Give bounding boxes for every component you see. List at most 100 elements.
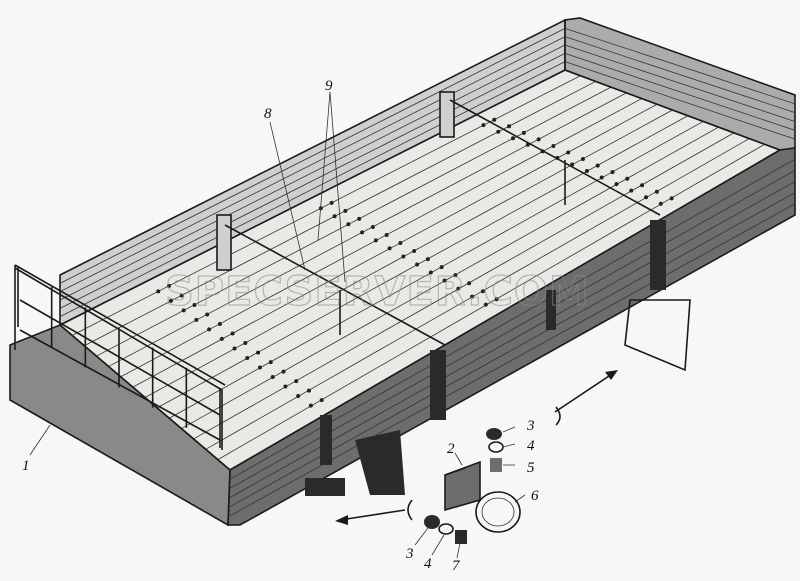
- deck-bolt: [669, 196, 674, 201]
- board-slat-line: [564, 52, 796, 131]
- callout-2: 2: [447, 441, 455, 457]
- deck-bolt: [257, 365, 262, 370]
- callout-3-lower: 3: [405, 546, 414, 562]
- callout-8: 8: [264, 106, 272, 122]
- deck-bolt: [398, 241, 403, 246]
- deck-bolt: [306, 388, 311, 393]
- deck-bolt: [192, 302, 197, 307]
- deck-bolt: [640, 183, 645, 188]
- deck-plank-line: [193, 132, 735, 440]
- deck-bolt: [658, 201, 663, 206]
- deck-plank-line: [217, 143, 765, 460]
- board-slat-line: [564, 27, 796, 105]
- callout-7: 7: [452, 558, 461, 574]
- deck-bolt: [492, 117, 497, 122]
- callout-1: 1: [22, 458, 30, 474]
- deck-bolt: [179, 293, 184, 298]
- deck-bolt: [401, 254, 406, 259]
- deck-bolt: [442, 278, 447, 283]
- deck-bolt: [439, 265, 444, 270]
- deck-bolt: [329, 200, 334, 205]
- callout-3-upper: 3: [526, 418, 535, 434]
- far-side-board: [59, 18, 566, 327]
- deck-bolt: [387, 246, 392, 251]
- deck-bolt: [357, 216, 362, 221]
- deck-bolt: [614, 182, 619, 187]
- callout-5: 5: [527, 460, 535, 476]
- deck-bolt: [494, 297, 499, 302]
- deck-bolt: [580, 157, 585, 162]
- deck-bolt: [456, 286, 461, 291]
- deck-plank-line: [205, 138, 750, 450]
- cross-tie-rods: [224, 99, 661, 346]
- board-slat-line: [564, 36, 796, 114]
- deck-bolt: [319, 398, 324, 403]
- board-slat-line: [59, 52, 566, 309]
- deck-bolt: [281, 369, 286, 374]
- deck-bolt: [360, 230, 365, 235]
- deck-bolt: [332, 214, 337, 219]
- deck-bolt: [294, 379, 299, 384]
- deck-bolt: [256, 350, 261, 355]
- callout-6: 6: [531, 488, 539, 504]
- cab-guard-rail: [14, 264, 226, 450]
- frame-bracket: [305, 430, 405, 496]
- deck-bolt: [217, 322, 222, 327]
- deck-bolt: [346, 222, 351, 227]
- deck-bolt: [205, 312, 210, 317]
- deck-bolt: [536, 137, 541, 142]
- deck-bolt: [384, 232, 389, 237]
- deck-floor: [58, 69, 782, 471]
- deck-bolt: [167, 283, 172, 288]
- deck-plank-line: [156, 115, 689, 409]
- deck-bolt: [270, 375, 275, 380]
- deck-bolt: [511, 136, 516, 141]
- deck-bolt: [415, 262, 420, 267]
- mud-flap: [624, 299, 691, 372]
- deck-bolt: [470, 294, 475, 299]
- deck-bolt: [283, 384, 288, 389]
- board-slat-line: [564, 61, 796, 140]
- deck-bolt: [181, 308, 186, 313]
- deck-plank-line: [181, 126, 719, 429]
- deck-bolt: [243, 341, 248, 346]
- deck-bolt: [308, 403, 313, 408]
- deck-bolt: [296, 394, 301, 399]
- board-slat-line: [59, 36, 566, 293]
- deck-bolt: [599, 175, 604, 180]
- deck-bolt: [428, 270, 433, 275]
- deck-bolt: [232, 346, 237, 351]
- deck-bolt: [207, 327, 212, 332]
- callout-9: 9: [325, 78, 333, 94]
- board-slat-line: [59, 27, 566, 284]
- exploded-parts: [335, 370, 618, 544]
- deck-bolt: [373, 238, 378, 243]
- callout-labels: 1 2 3 4 5 6 3 4 7 8 9: [22, 78, 539, 574]
- deck-bolt: [245, 355, 250, 360]
- board-slat-line: [59, 44, 566, 301]
- callout-4-upper: 4: [527, 438, 535, 454]
- deck-bolt: [496, 129, 501, 134]
- deck-bolt: [654, 189, 659, 194]
- deck-bolt: [507, 124, 512, 129]
- deck-bolt: [483, 302, 488, 307]
- deck-bolt: [425, 257, 430, 262]
- deck-plank-line: [169, 121, 704, 419]
- deck-bolt: [595, 163, 600, 168]
- deck-bolt: [412, 249, 417, 254]
- deck-bolt: [644, 195, 649, 200]
- deck-bolt: [343, 208, 348, 213]
- deck-bolt: [230, 331, 235, 336]
- deck-bolt: [480, 289, 485, 294]
- deck-bolt: [370, 224, 375, 229]
- deck-bolt: [521, 130, 526, 135]
- board-slat-line: [59, 61, 566, 318]
- deck-bolt: [268, 360, 273, 365]
- deck-bolt: [219, 336, 224, 341]
- watermark-text: SPECSERVER.COM: [165, 269, 590, 315]
- deck-bolt: [610, 170, 615, 175]
- deck-bolt: [168, 298, 173, 303]
- board-slat-line: [564, 44, 796, 122]
